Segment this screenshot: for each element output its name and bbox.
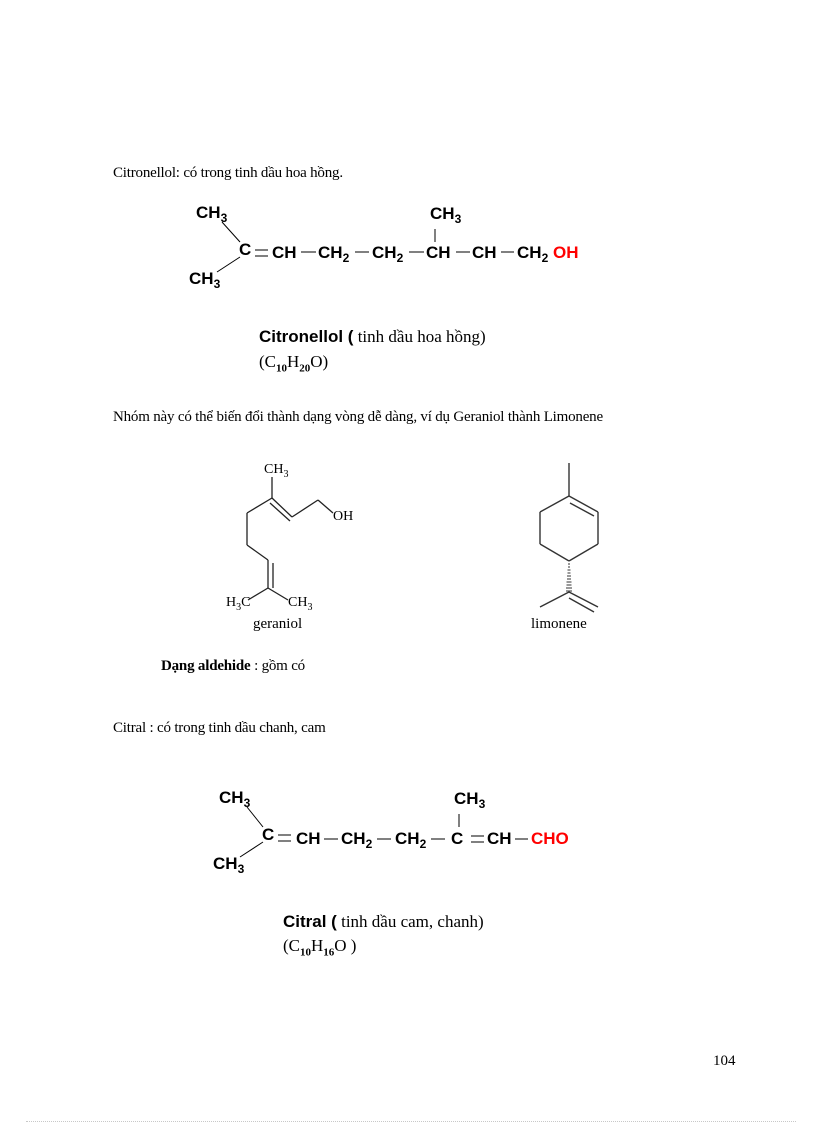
ch3-top-left: CH3 bbox=[196, 203, 228, 225]
citral-ch2-group-b: CH2 bbox=[395, 829, 427, 851]
page-number: 104 bbox=[713, 1053, 736, 1069]
citral-carbon-c: C bbox=[262, 825, 275, 844]
citral-molecular-formula: (C10H16O ) bbox=[283, 936, 357, 959]
geraniol-skeleton bbox=[246, 477, 334, 601]
limonene-label: limonene bbox=[531, 616, 587, 632]
citral-caption: Citral ( tinh dầu cam, chanh) bbox=[283, 912, 484, 931]
cyclization-note: Nhóm này có thể biến đổi thành dạng vòng… bbox=[113, 409, 603, 425]
geraniol-ch3-top: CH3 bbox=[264, 462, 289, 480]
ch3-branch: CH3 bbox=[430, 204, 462, 226]
citral-bonds bbox=[239, 806, 528, 858]
hydroxyl-group: OH bbox=[553, 243, 579, 262]
ch-group: CH bbox=[272, 243, 297, 262]
citral-ch3-branch: CH3 bbox=[454, 789, 486, 811]
geraniol-oh: OH bbox=[333, 509, 354, 524]
geraniol-ch3-right: CH3 bbox=[288, 595, 313, 613]
citronellol-intro: Citronellol: có trong tinh dầu hoa hồng. bbox=[113, 165, 343, 181]
citral-ch2-group-a: CH2 bbox=[341, 829, 373, 851]
geraniol-label: geraniol bbox=[253, 616, 303, 632]
citral-ch-next: CH bbox=[487, 829, 512, 848]
citral-ch-group: CH bbox=[296, 829, 321, 848]
geraniol-h3c: H3C bbox=[226, 595, 251, 613]
ch3-bottom-left: CH3 bbox=[189, 269, 221, 291]
aldehyde-group: CHO bbox=[531, 829, 569, 848]
ch2-group-a: CH2 bbox=[318, 243, 350, 265]
citronellol-bonds bbox=[216, 221, 514, 273]
citral-ch3-bottom-left: CH3 bbox=[213, 854, 245, 876]
ch-branch-carbon: CH bbox=[426, 243, 451, 262]
citral-c-branch: C bbox=[451, 829, 464, 848]
ch2-group-b: CH2 bbox=[372, 243, 404, 265]
ch-group-next: CH bbox=[472, 243, 497, 262]
citral-ch3-top-left: CH3 bbox=[219, 788, 251, 810]
page-bottom-border bbox=[26, 1121, 796, 1122]
citronellol-caption: Citronellol ( tinh dầu hoa hồng) bbox=[259, 327, 486, 346]
citronellol-molecular-formula: (C10H20O) bbox=[259, 352, 329, 375]
aldehyde-heading: Dạng aldehide : gồm có bbox=[161, 658, 305, 674]
ch2-end: CH2 bbox=[517, 243, 549, 265]
carbon-c: C bbox=[239, 240, 252, 259]
limonene-skeleton bbox=[539, 463, 599, 613]
citral-intro: Citral : có trong tinh dầu chanh, cam bbox=[113, 720, 326, 736]
